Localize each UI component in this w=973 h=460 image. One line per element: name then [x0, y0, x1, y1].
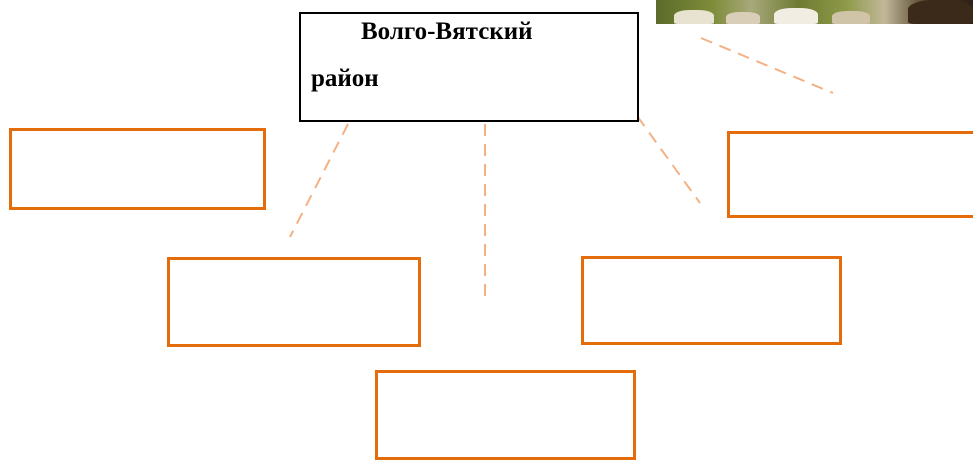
photo-cow-shape: [726, 12, 760, 24]
box-middle-right: [581, 256, 842, 345]
photo-cow-shape: [774, 8, 818, 24]
connector-to-top-right-box: [700, 37, 834, 94]
title-line-1: Волго-Вятский: [361, 18, 533, 45]
box-top-left: [9, 128, 266, 210]
title-box: Волго-Вятский район: [299, 12, 639, 122]
box-bottom-center: [375, 370, 636, 460]
box-top-right: [727, 131, 973, 218]
connector-to-top-left-box: [289, 123, 349, 238]
box-middle-left: [167, 257, 421, 347]
photo-cow-shape: [832, 11, 870, 24]
photo-dark-cow-shape: [908, 0, 973, 24]
title-line-2: район: [311, 65, 379, 92]
cattle-photo: [656, 0, 973, 24]
photo-cow-shape: [674, 10, 714, 24]
